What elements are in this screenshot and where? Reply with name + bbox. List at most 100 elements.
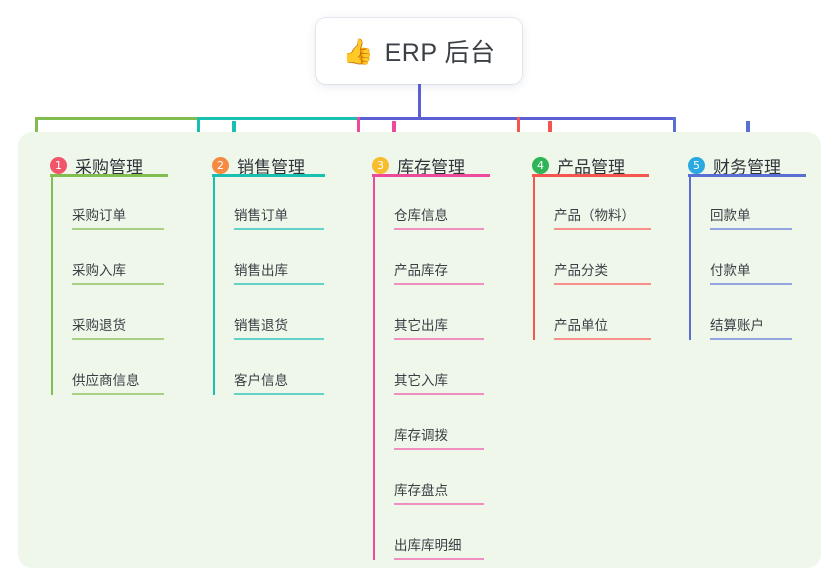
leaf-item-5-1[interactable]: 回款单 xyxy=(710,202,792,230)
leaf-item-5-3[interactable]: 结算账户 xyxy=(710,312,792,340)
leaf-label-3-7: 出库库明细 xyxy=(394,538,462,553)
column-spine-2 xyxy=(213,177,215,395)
column-rule-3 xyxy=(372,174,490,177)
column-title-5: 财务管理 xyxy=(713,157,781,177)
leaf-label-3-2: 产品库存 xyxy=(394,263,448,278)
leaf-item-3-4[interactable]: 其它入库 xyxy=(394,367,484,395)
leaf-rule-3-6 xyxy=(394,503,484,505)
leaf-rule-5-2 xyxy=(710,283,792,285)
leaf-rule-4-1 xyxy=(554,228,651,230)
leaf-rule-2-1 xyxy=(234,228,324,230)
leaf-item-2-2[interactable]: 销售出库 xyxy=(234,257,324,285)
leaf-rule-1-1 xyxy=(72,228,164,230)
leaf-label-3-6: 库存盘点 xyxy=(394,483,448,498)
leaf-rule-3-4 xyxy=(394,393,484,395)
leaf-rule-5-3 xyxy=(710,338,792,340)
column-title-1: 采购管理 xyxy=(75,157,143,177)
leaf-item-3-1[interactable]: 仓库信息 xyxy=(394,202,484,230)
leaf-item-2-1[interactable]: 销售订单 xyxy=(234,202,324,230)
column-spine-1 xyxy=(51,177,53,395)
column-spine-5 xyxy=(689,177,691,340)
leaf-label-1-4: 供应商信息 xyxy=(72,373,140,388)
leaf-item-2-3[interactable]: 销售退货 xyxy=(234,312,324,340)
leaf-rule-3-2 xyxy=(394,283,484,285)
column-spine-3 xyxy=(373,177,375,560)
leaf-item-1-2[interactable]: 采购入库 xyxy=(72,257,164,285)
root-stem xyxy=(418,84,421,120)
column-title-2: 销售管理 xyxy=(237,157,305,177)
connector-segment-4 xyxy=(518,117,674,120)
leaf-item-4-3[interactable]: 产品单位 xyxy=(554,312,651,340)
leaf-rule-3-1 xyxy=(394,228,484,230)
leaf-item-1-4[interactable]: 供应商信息 xyxy=(72,367,164,395)
leaf-item-4-2[interactable]: 产品分类 xyxy=(554,257,651,285)
connector-segment-3 xyxy=(358,117,518,120)
leaf-item-3-7[interactable]: 出库库明细 xyxy=(394,532,484,560)
leaf-label-5-2: 付款单 xyxy=(710,263,751,278)
leaf-item-1-1[interactable]: 采购订单 xyxy=(72,202,164,230)
column-title-3: 库存管理 xyxy=(397,157,465,177)
column-badge-3: 3 xyxy=(372,156,389,174)
column-2: 2 销售管理销售订单销售出库销售退货客户信息 xyxy=(192,132,385,568)
leaf-rule-3-7 xyxy=(394,558,484,560)
column-header-3[interactable]: 3 库存管理 xyxy=(352,148,465,182)
leaf-rule-4-2 xyxy=(554,283,651,285)
column-title-4: 产品管理 xyxy=(557,157,625,177)
column-badge-5: 5 xyxy=(688,156,705,174)
root-node[interactable]: 👍 ERP 后台 xyxy=(316,18,522,84)
column-rule-5 xyxy=(688,174,806,177)
leaf-item-3-2[interactable]: 产品库存 xyxy=(394,257,484,285)
leaf-rule-1-3 xyxy=(72,338,164,340)
column-1: 1 采购管理采购订单采购入库采购退货供应商信息 xyxy=(30,132,228,568)
branches-panel: 1 采购管理采购订单采购入库采购退货供应商信息 2 销售管理销售订单销售出库销售退货客… xyxy=(18,132,821,568)
leaf-label-2-2: 销售出库 xyxy=(234,263,288,278)
leaf-rule-3-5 xyxy=(394,448,484,450)
leaf-label-5-1: 回款单 xyxy=(710,208,751,223)
leaf-rule-1-2 xyxy=(72,283,164,285)
column-header-1[interactable]: 1 采购管理 xyxy=(30,148,143,182)
leaf-label-3-4: 其它入库 xyxy=(394,373,448,388)
leaf-rule-5-1 xyxy=(710,228,792,230)
column-badge-2: 2 xyxy=(212,156,229,174)
leaf-item-1-3[interactable]: 采购退货 xyxy=(72,312,164,340)
leaf-rule-2-2 xyxy=(234,283,324,285)
column-4: 4 产品管理产品（物料） 产品分类产品单位 xyxy=(512,132,709,568)
leaf-rule-2-4 xyxy=(234,393,324,395)
column-rule-4 xyxy=(532,174,649,177)
leaf-label-4-1: 产品（物料） xyxy=(554,208,635,223)
column-3: 3 库存管理仓库信息产品库存其它出库其它入库库存调拨库存盘点出库库明细 xyxy=(352,132,550,568)
leaf-rule-1-4 xyxy=(72,393,164,395)
leaf-label-4-2: 产品分类 xyxy=(554,263,608,278)
leaf-label-3-5: 库存调拨 xyxy=(394,428,448,443)
header-stub-3 xyxy=(392,121,396,135)
leaf-item-4-1[interactable]: 产品（物料） xyxy=(554,202,651,230)
column-badge-4: 4 xyxy=(532,156,549,174)
leaf-item-2-4[interactable]: 客户信息 xyxy=(234,367,324,395)
header-stub-2 xyxy=(232,121,236,135)
leaf-label-3-1: 仓库信息 xyxy=(394,208,448,223)
connector-segment-1 xyxy=(36,117,198,120)
thumbs-up-icon: 👍 xyxy=(342,36,374,66)
leaf-label-4-3: 产品单位 xyxy=(554,318,608,333)
leaf-label-2-4: 客户信息 xyxy=(234,373,288,388)
connector-segment-2 xyxy=(198,117,358,120)
column-header-2[interactable]: 2 销售管理 xyxy=(192,148,305,182)
leaf-rule-4-3 xyxy=(554,338,651,340)
column-badge-1: 1 xyxy=(50,156,67,174)
column-header-5[interactable]: 5 财务管理 xyxy=(668,148,781,182)
leaf-item-5-2[interactable]: 付款单 xyxy=(710,257,792,285)
header-stub-4 xyxy=(548,121,552,135)
root-title: ERP 后台 xyxy=(384,39,496,67)
leaf-label-1-1: 采购订单 xyxy=(72,208,126,223)
leaf-item-3-6[interactable]: 库存盘点 xyxy=(394,477,484,505)
leaf-rule-2-3 xyxy=(234,338,324,340)
column-header-4[interactable]: 4 产品管理 xyxy=(512,148,625,182)
leaf-rule-3-3 xyxy=(394,338,484,340)
leaf-label-1-2: 采购入库 xyxy=(72,263,126,278)
leaf-label-2-1: 销售订单 xyxy=(234,208,288,223)
header-stub-5 xyxy=(746,121,750,135)
leaf-item-3-3[interactable]: 其它出库 xyxy=(394,312,484,340)
leaf-label-5-3: 结算账户 xyxy=(710,318,764,333)
leaf-item-3-5[interactable]: 库存调拨 xyxy=(394,422,484,450)
column-rule-1 xyxy=(50,174,168,177)
